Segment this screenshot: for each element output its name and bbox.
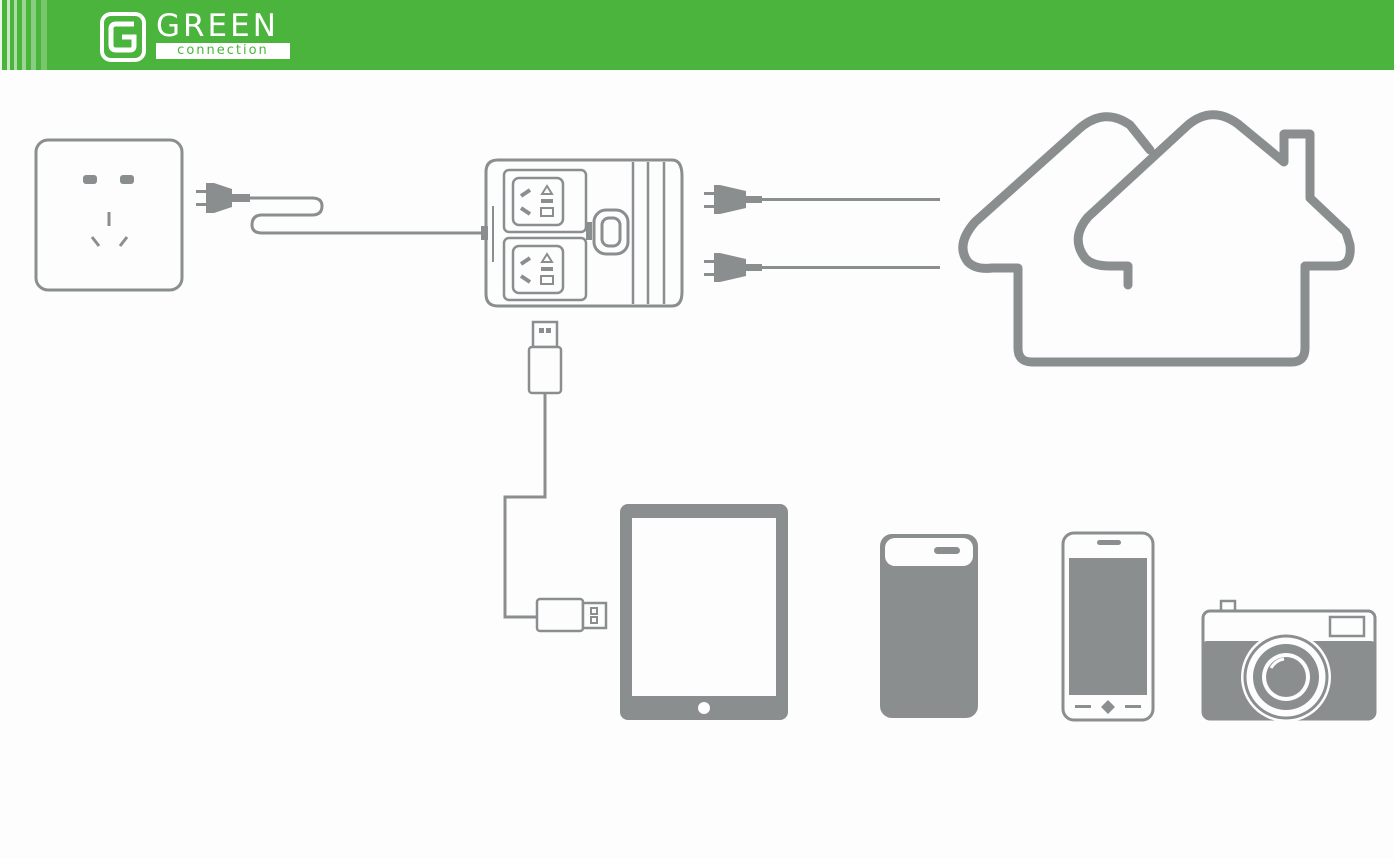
power-strip-icon	[481, 158, 684, 308]
smartphone-icon	[1061, 531, 1155, 722]
usb-plug-bottom-icon	[535, 597, 608, 633]
header-bar: GREEN connection	[0, 0, 1394, 70]
camera-icon	[1201, 599, 1377, 722]
output-plug-1-icon	[704, 185, 940, 214]
output-plug-2-icon	[704, 253, 940, 282]
input-cord	[250, 196, 486, 235]
brand-tagline: connection	[156, 43, 290, 59]
usb-plug-top-icon	[527, 320, 563, 395]
green-connection-logo-icon	[100, 12, 146, 62]
wall-socket-icon	[34, 138, 184, 292]
tablet-icon	[620, 504, 788, 720]
brand-name: GREEN	[156, 8, 279, 44]
input-plug-icon	[196, 183, 250, 213]
header-stripes-decoration	[0, 0, 47, 70]
house-icon	[958, 110, 1355, 367]
usb-cable	[503, 393, 547, 619]
power-bank-icon	[880, 534, 978, 718]
